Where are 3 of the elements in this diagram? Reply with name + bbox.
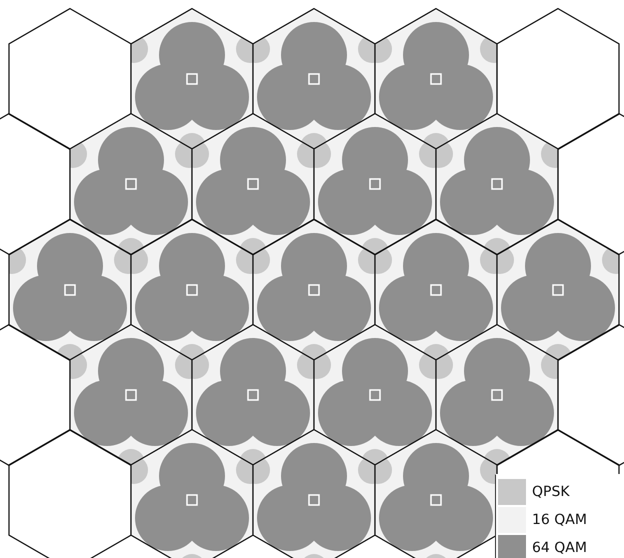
legend-label: 16 QAM <box>532 512 587 528</box>
legend-label: QPSK <box>532 484 570 500</box>
legend-label: 64 QAM <box>532 540 587 556</box>
